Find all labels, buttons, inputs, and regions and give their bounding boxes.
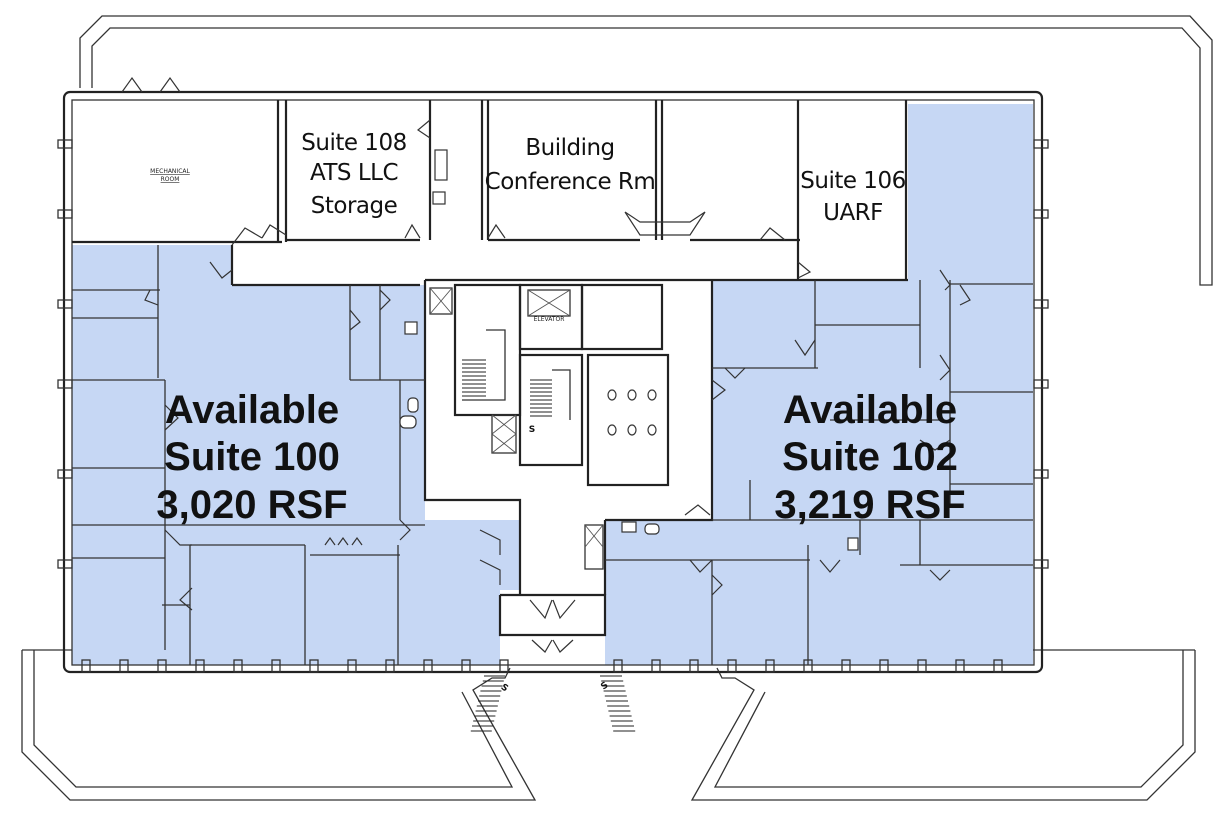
- window-mullion: [233, 659, 243, 673]
- window-mullion: [461, 659, 471, 673]
- stair-markers: S S S: [499, 425, 611, 694]
- elevator-label: ELEVATOR: [534, 316, 565, 323]
- label-mechanical-room: MECHANICAL ROOM: [150, 168, 190, 183]
- toilet-fixture: [627, 424, 637, 436]
- window-mullion: [955, 659, 965, 673]
- label-suite-108: Suite 108 ATS LLC Storage: [301, 130, 407, 219]
- window-mullion: [195, 659, 205, 673]
- toilet-fixture: [627, 389, 637, 401]
- window-mullion: [1033, 559, 1049, 569]
- window-mullion: [385, 659, 395, 673]
- suite-102-name: Suite 102: [782, 435, 958, 479]
- exterior-terrace-bottom: [21, 649, 1196, 801]
- window-mullion: [917, 659, 927, 673]
- suite-100-availability: Available: [165, 388, 339, 432]
- window-mullion: [271, 659, 281, 673]
- stair-marker-core: S: [529, 425, 535, 435]
- stair-rail: [462, 329, 506, 401]
- window-mullion: [309, 659, 319, 673]
- window-mullion: [57, 209, 73, 219]
- conference-line2: Conference Rm: [485, 169, 656, 195]
- window-mullion: [1033, 209, 1049, 219]
- exterior-terrace-top: [79, 15, 1213, 286]
- window-mullion: [651, 659, 661, 673]
- toilet-fixture: [607, 389, 617, 401]
- suite-108-line3: Storage: [311, 193, 398, 219]
- window-mullion: [57, 139, 73, 149]
- window-mullion: [157, 659, 167, 673]
- window-mullion: [1033, 139, 1049, 149]
- label-available-suite-102: Available Suite 102 3,219 RSF: [774, 388, 965, 527]
- window-mullion: [1033, 379, 1049, 389]
- suite-100-area: 3,020 RSF: [156, 483, 347, 527]
- suite-108-line1: Suite 108: [301, 130, 406, 156]
- toilet-fixture: [647, 424, 657, 436]
- label-building-conference: Building Conference Rm: [485, 135, 656, 195]
- window-mullion: [1033, 299, 1049, 309]
- suite-100-walls: [72, 245, 501, 665]
- window-mullion: [499, 659, 509, 673]
- window-mullion: [613, 659, 623, 673]
- window-mullion: [347, 659, 357, 673]
- available-suite-100-area[interactable]: [72, 245, 520, 665]
- window-mullion: [727, 659, 737, 673]
- window-mullion: [57, 299, 73, 309]
- toilet-fixture: [647, 389, 657, 401]
- window-mullion: [993, 659, 1003, 673]
- conference-line1: Building: [525, 135, 614, 161]
- building-exterior-wall: [57, 90, 1049, 674]
- stair-marker-left: S: [499, 682, 510, 694]
- label-available-suite-100: Available Suite 100 3,020 RSF: [156, 388, 347, 527]
- entry-corridor: [470, 520, 636, 732]
- window-mullion: [57, 469, 73, 479]
- mechanical-label-line1: MECHANICAL: [150, 168, 190, 175]
- label-suite-106: Suite 106 UARF: [800, 168, 906, 226]
- window-mullion: [689, 659, 699, 673]
- toilet-fixture: [607, 424, 617, 436]
- window-mullion: [81, 659, 91, 673]
- top-room-walls: [72, 100, 908, 287]
- window-mullion: [423, 659, 433, 673]
- suite-106-line1: Suite 106: [800, 168, 905, 194]
- window-mullion: [841, 659, 851, 673]
- stair-rail: [552, 369, 571, 420]
- window-mullion: [57, 379, 73, 389]
- window-mullion: [879, 659, 889, 673]
- mechanical-label-line2: ROOM: [161, 176, 180, 183]
- window-mullion: [57, 559, 73, 569]
- stair-marker-right: S: [599, 680, 610, 692]
- suite-106-line2: UARF: [823, 200, 883, 226]
- available-suite-102-area[interactable]: [605, 104, 1033, 665]
- suite-102-area: 3,219 RSF: [774, 483, 965, 527]
- suite-102-availability: Available: [783, 388, 957, 432]
- suite-102-walls: [605, 269, 1033, 665]
- top-room-doors: [121, 76, 812, 279]
- suite-100-name: Suite 100: [164, 435, 340, 479]
- suite-108-line2: ATS LLC: [310, 160, 398, 186]
- window-mullion: [1033, 469, 1049, 479]
- window-mullion: [119, 659, 129, 673]
- window-mullion: [765, 659, 775, 673]
